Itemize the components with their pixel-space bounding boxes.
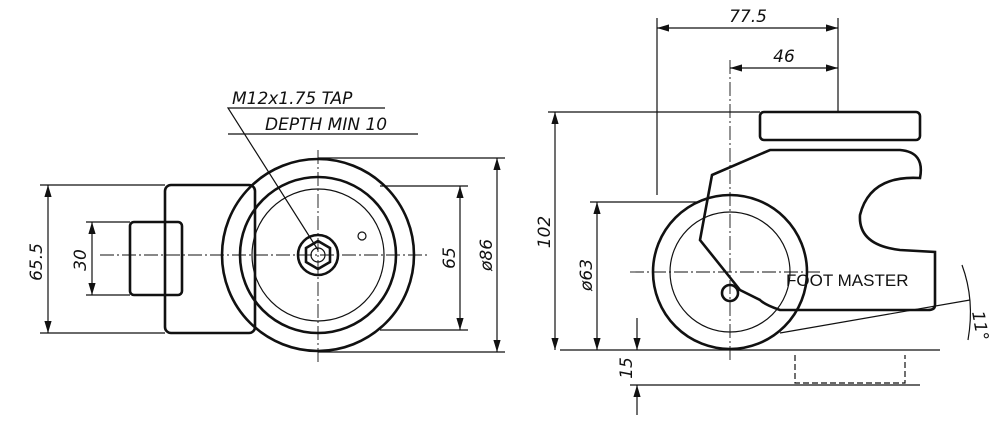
mounting-plate — [163, 183, 257, 335]
stem-body — [128, 220, 184, 297]
body-housing — [698, 148, 937, 312]
dim-dia-86: ø86 — [477, 239, 497, 272]
top-plate — [758, 110, 922, 142]
dim-angle-11: 11° — [967, 309, 992, 342]
side-view: FOOT MASTER 11° 77.5 46 102 ø63 15 — [535, 7, 992, 415]
dim-30: 30 — [71, 249, 91, 271]
dim-15: 15 — [617, 357, 637, 379]
dim-dia-63: ø63 — [577, 259, 597, 292]
tap-callout: M12x1.75 TAP — [232, 89, 353, 109]
depth-callout: DEPTH MIN 10 — [265, 115, 387, 135]
brand-label: FOOT MASTER — [786, 271, 908, 290]
dim-65: 65 — [440, 247, 460, 269]
top-view: M12x1.75 TAP DEPTH MIN 10 65.5 30 65 ø86 — [27, 89, 505, 362]
dim-102: 102 — [535, 216, 555, 248]
dim-46: 46 — [773, 47, 795, 67]
dim-77-5: 77.5 — [729, 7, 767, 27]
dim-65-5: 65.5 — [27, 243, 47, 281]
